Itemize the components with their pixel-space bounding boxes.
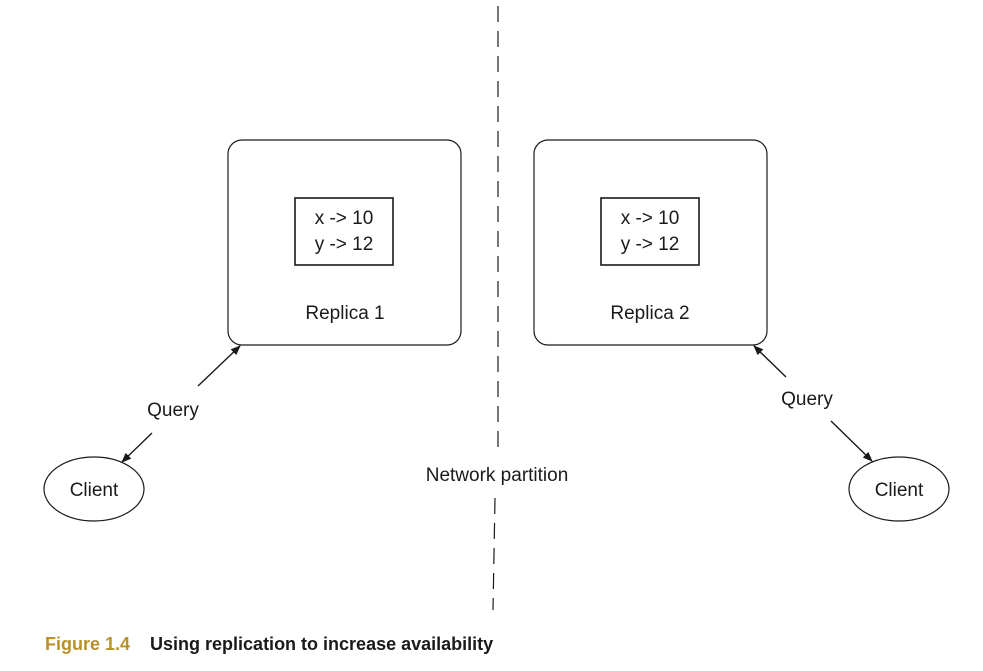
query-1-arrow-to-replica (197, 345, 241, 387)
client-1-label: Client (70, 480, 119, 501)
replica-2-store-box (600, 197, 700, 266)
replica-1-label: Replica 1 (305, 303, 384, 324)
replica-1-store-line-1: x -> 10 (315, 208, 374, 229)
replica-2-label: Replica 2 (610, 303, 689, 324)
client-2-label: Client (875, 480, 924, 501)
partition-label: Network partition (426, 465, 569, 486)
partition-line-lower (492, 497, 496, 611)
replica-1: x -> 10 y -> 12 Replica 1 (227, 139, 462, 346)
figure-caption: Figure 1.4 Using replication to increase … (45, 634, 493, 655)
replica-1-store-line-2: y -> 12 (315, 234, 374, 255)
replica-2-store-line-1: x -> 10 (621, 208, 680, 229)
client-1: Client (43, 456, 145, 522)
query-2-arrow-to-client (830, 420, 873, 462)
client-2-ellipse (848, 456, 950, 522)
query-2-label: Query (781, 389, 833, 410)
replica-1-store-box (294, 197, 394, 266)
replica-2-store-line-2: y -> 12 (621, 234, 680, 255)
client-1-ellipse (43, 456, 145, 522)
query-2-arrow-to-replica (753, 345, 787, 378)
figure-title: Using replication to increase availabili… (150, 634, 494, 654)
replica-2: x -> 10 y -> 12 Replica 2 (533, 139, 768, 346)
figure-number: Figure 1.4 (45, 634, 131, 654)
query-1-arrow-to-client (121, 432, 153, 463)
query-1-label: Query (147, 400, 199, 421)
client-2: Client (848, 456, 950, 522)
